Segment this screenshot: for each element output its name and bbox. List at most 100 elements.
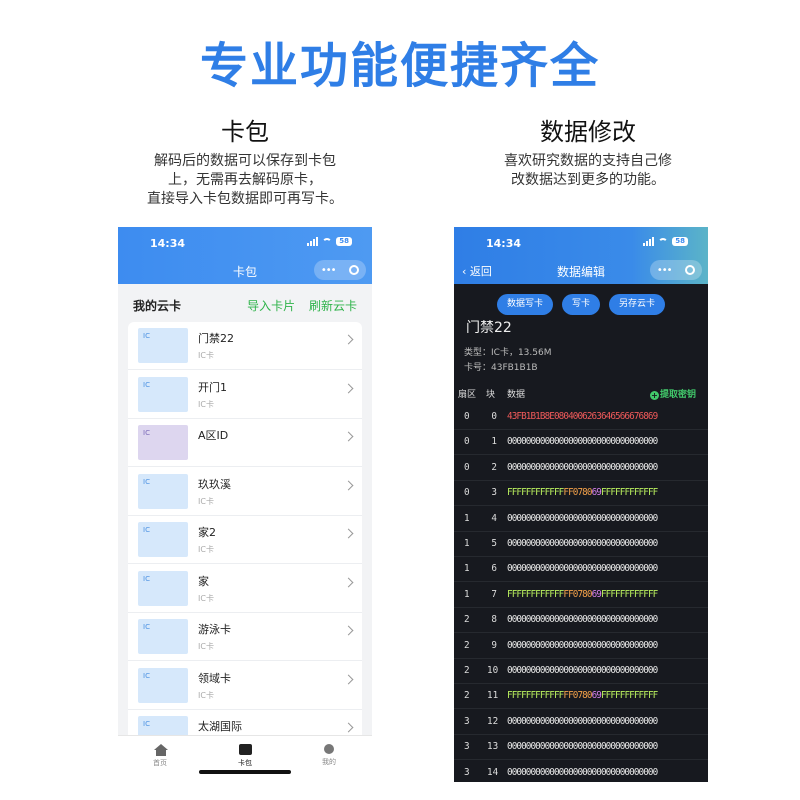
sector-number: 2 — [464, 639, 470, 651]
card-thumbnail: IC — [138, 619, 188, 654]
row-divider — [454, 505, 708, 507]
gpb-byte: 69 — [591, 588, 602, 600]
block-data[interactable]: 00000000000000000000000000000000 — [507, 436, 658, 448]
block-number: 14 — [487, 766, 499, 778]
card-type: IC卡 — [198, 642, 214, 651]
chevron-right-icon — [343, 722, 354, 733]
block-data[interactable]: 00000000000000000000000000000000 — [507, 715, 658, 727]
mini-program-capsule[interactable]: ••• — [314, 260, 366, 280]
row-divider — [454, 759, 708, 761]
chevron-right-icon — [343, 528, 354, 539]
sector-number: 3 — [464, 715, 470, 727]
status-icons: 58 — [307, 237, 352, 246]
sector-number: 0 — [464, 411, 470, 422]
extract-key-button[interactable]: +提取密钥 — [649, 387, 696, 400]
data-row[interactable]: 3 14 00000000000000000000000000000000 — [454, 761, 708, 782]
block-data[interactable]: 00000000000000000000000000000000 — [507, 563, 658, 575]
block-data[interactable]: 00000000000000000000000000000000 — [507, 461, 658, 473]
row-divider — [454, 429, 708, 430]
feature-desc-line: 解码后的数据可以保存到卡包 — [154, 153, 336, 169]
card-thumb-label: IC — [143, 720, 150, 728]
write-card-button[interactable]: 写卡 — [561, 294, 600, 315]
tab-home[interactable]: 首页 — [140, 744, 180, 768]
more-icon[interactable]: ••• — [656, 264, 673, 276]
import-card-link[interactable]: 导入卡片 — [247, 299, 296, 313]
block-data[interactable]: 00000000000000000000000000000000 — [507, 766, 658, 778]
card-thumbnail: IC — [138, 473, 188, 509]
row-divider — [454, 708, 708, 710]
row-divider — [454, 657, 708, 659]
sector-number: 0 — [464, 487, 470, 499]
battery-icon: 58 — [672, 237, 688, 246]
block-data[interactable]: 00000000000000000000000000000000 — [507, 512, 658, 524]
block-data[interactable]: 00000000000000000000000000000000 — [507, 538, 658, 549]
signal-icon — [643, 237, 655, 246]
plus-icon: + — [649, 391, 659, 400]
key-a: FFFFFFFFFFFF — [507, 588, 564, 600]
block-data[interactable]: 00000000000000000000000000000000 — [507, 665, 658, 676]
back-button[interactable]: ‹ 返回 — [462, 263, 492, 279]
close-capsule-icon[interactable] — [349, 265, 360, 275]
tab-cards[interactable]: 卡包 — [225, 744, 265, 768]
block-data[interactable]: 00000000000000000000000000000000 — [507, 614, 658, 626]
block-data[interactable]: FFFFFFFFFFFFFF078069FFFFFFFFFFFF — [507, 487, 703, 498]
mini-program-capsule[interactable]: ••• — [650, 260, 702, 280]
card-thumbnail: IC — [138, 667, 188, 703]
refresh-cloud-link[interactable]: 刷新云卡 — [308, 299, 357, 313]
block-data[interactable]: FFFFFFFFFFFFFF078069FFFFFFFFFFFF — [507, 589, 703, 600]
header-links: 导入卡片 刷新云卡 — [237, 297, 357, 314]
row-divider — [454, 632, 708, 634]
block-data[interactable]: 00000000000000000000000000000000 — [507, 639, 658, 651]
card-type: IC卡 — [198, 545, 214, 554]
data-table-header: 扇区 块 数据 +提取密钥 — [454, 387, 708, 403]
close-capsule-icon[interactable] — [685, 265, 696, 275]
save-cloud-button[interactable]: 另存云卡 — [609, 294, 666, 315]
block-number: 0 — [491, 411, 497, 422]
col-block: 块 — [486, 390, 496, 400]
feature-desc-edit: 喜欢研究数据的支持自己修 改数据达到更多的功能。 — [438, 152, 738, 190]
card-number-line: 卡号：43FB1B1B — [464, 363, 538, 373]
chevron-right-icon — [343, 625, 354, 636]
sector-number: 3 — [464, 766, 470, 778]
sector-number: 1 — [464, 538, 470, 549]
block-data[interactable]: 00000000000000000000000000000000 — [507, 741, 658, 753]
access-bits: FF0780 — [563, 690, 592, 702]
data-row[interactable]: 0 0 43FB1B1B8E08040062636465666768​69 — [454, 405, 708, 430]
key-b: FFFFFFFFFFFF — [600, 588, 658, 600]
block-number: 7 — [491, 588, 497, 600]
block-data[interactable]: FFFFFFFFFFFFFF078069FFFFFFFFFFFF — [507, 690, 703, 701]
tab-label: 卡包 — [238, 759, 252, 767]
feature-desc-line: 改数据达到更多的功能。 — [511, 172, 665, 188]
tab-mine[interactable]: 我的 — [309, 744, 349, 767]
tab-bar: 首页 卡包 我的 — [118, 735, 372, 782]
tab-label: 我的 — [322, 758, 336, 766]
feature-title-wallet: 卡包 — [221, 118, 269, 146]
more-icon[interactable]: ••• — [320, 264, 337, 276]
write-data-button[interactable]: 数据写卡 — [496, 294, 553, 315]
sector-number: 0 — [464, 436, 470, 448]
card-name: 门禁22 — [198, 332, 234, 345]
block-data[interactable]: 43FB1B1B8E08040062636465666768​69 — [507, 411, 658, 422]
